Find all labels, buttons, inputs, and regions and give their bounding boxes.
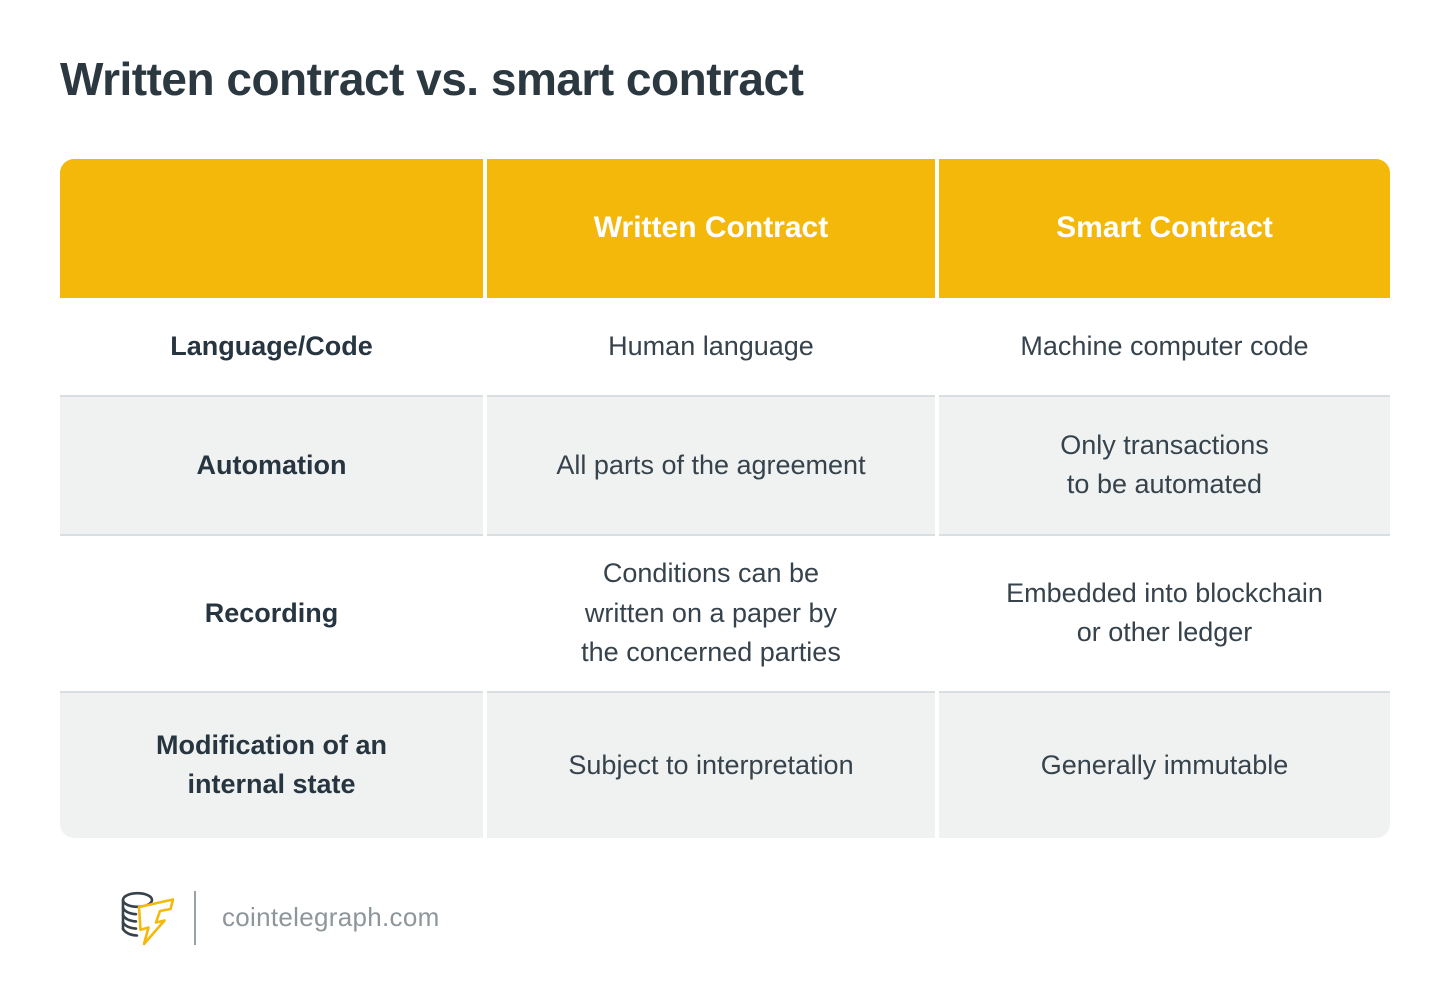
cointelegraph-logo-icon [118,887,178,949]
lightning-t-icon [137,897,175,945]
footer: cointelegraph.com [118,887,1390,949]
row-label-modification: Modification of an internal state [60,692,483,838]
footer-divider [194,890,196,945]
coin-stack-icon [121,891,154,937]
row-language-code-written: Human language [487,297,935,397]
site-url: cointelegraph.com [222,902,440,933]
table-header-smart-contract: Smart Contract [939,158,1390,298]
table-header-written-contract: Written Contract [487,158,935,298]
row-label-language-code: Language/Code [60,297,483,397]
row-recording-smart: Embedded into blockchain or other ledger [939,535,1390,693]
row-automation-smart: Only transactions to be automated [939,396,1390,536]
row-language-code-smart: Machine computer code [939,297,1390,397]
table-header-empty [60,158,483,298]
row-modification-written: Subject to interpretation [487,692,935,838]
row-automation-written: All parts of the agreement [487,396,935,536]
row-label-automation: Automation [60,396,483,536]
row-recording-written: Conditions can be written on a paper by … [487,535,935,693]
page-root: Written contract vs. smart contract Writ… [60,53,1390,949]
row-modification-smart: Generally immutable [939,692,1390,838]
comparison-table: Written Contract Smart Contract Language… [60,158,1390,838]
page-title: Written contract vs. smart contract [60,53,804,105]
row-label-recording: Recording [60,535,483,693]
